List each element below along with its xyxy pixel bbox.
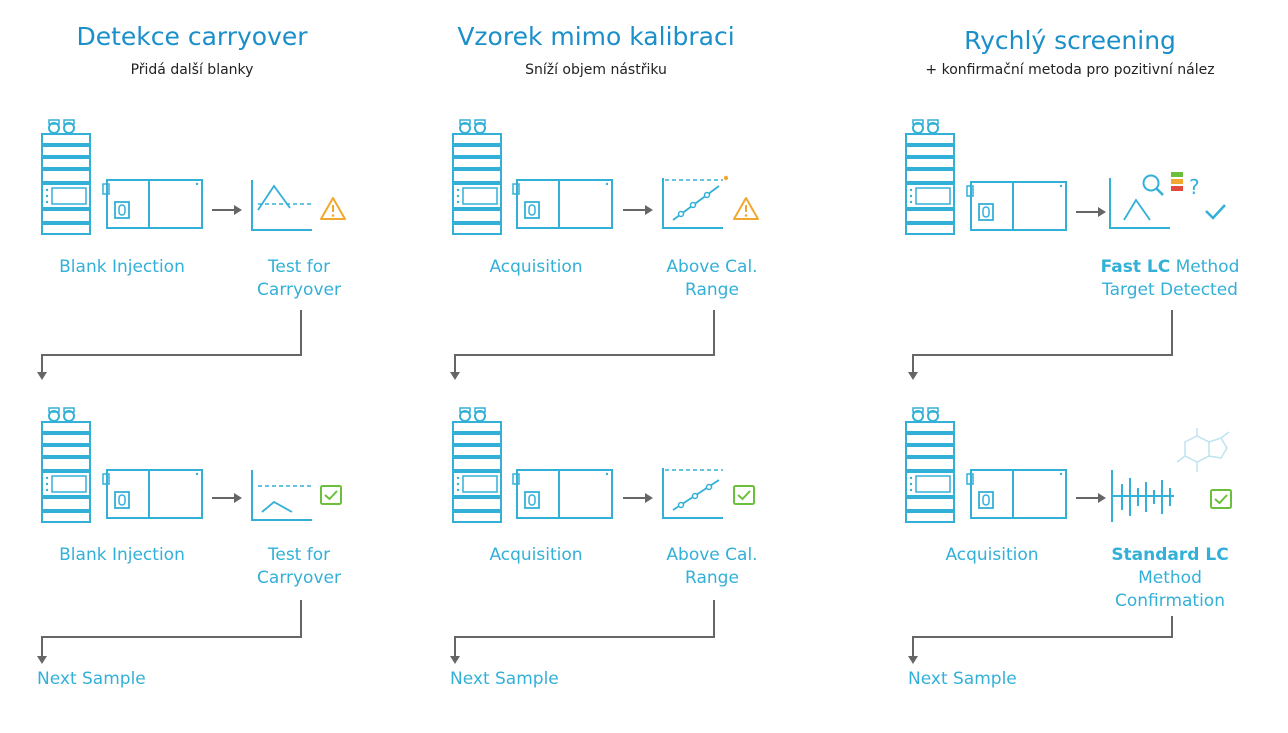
- col1-next-sample: Next Sample: [37, 669, 146, 689]
- col1-row2-right-label: Test for Carryover: [257, 544, 341, 590]
- col2-row1-right-line2: Range: [685, 280, 739, 300]
- col1-row2-right-line1: Test for: [267, 545, 331, 565]
- col3-subtitle: + konfirmační metoda pro pozitivní nález: [925, 62, 1215, 78]
- col3-row1-right-label: Fast LC Method Target Detected: [1101, 256, 1240, 302]
- col2-row2-right-line2: Range: [685, 568, 739, 588]
- col3-title: Rychlý screening: [964, 26, 1176, 55]
- col2-row1-left-label: Acquisition: [489, 257, 583, 277]
- col2-row2-instruments: [452, 407, 755, 523]
- col1-row1-right-label: Test for Carryover: [257, 256, 341, 302]
- col2-subtitle: Sníží objem nástřiku: [525, 62, 667, 78]
- col1-subtitle: Přidá další blanky: [130, 62, 254, 78]
- col1-row1-right-line2: Carryover: [257, 280, 341, 300]
- svg-text:?: ?: [1189, 175, 1200, 199]
- col3-row2-right-line2: Method: [1138, 568, 1202, 588]
- col3-row2-left-label: Acquisition: [945, 545, 1039, 565]
- col3-row2-instruments: [905, 407, 1232, 523]
- col1-row2-right-line2: Carryover: [257, 568, 341, 588]
- col1-row1-instruments: [41, 119, 346, 235]
- col2-title: Vzorek mimo kalibraci: [457, 22, 735, 51]
- col3-next-sample: Next Sample: [908, 669, 1017, 689]
- col2-row1-right-line1: Above Cal.: [666, 257, 758, 277]
- col2-row2-left-label: Acquisition: [489, 545, 583, 565]
- col3-row1-bold: Fast LC: [1100, 257, 1171, 277]
- col1-row2-left-label: Blank Injection: [59, 545, 185, 565]
- col3-row2-right-line3: Confirmation: [1115, 591, 1225, 611]
- col2-row2-right-label: Above Cal. Range: [666, 544, 757, 590]
- col3-row1-right-line2: Target Detected: [1102, 280, 1238, 300]
- col3-row1-rest: Method: [1170, 257, 1240, 277]
- col3-row2-bold: Standard LC: [1111, 545, 1229, 565]
- col1-row1-left-label: Blank Injection: [59, 257, 185, 277]
- col2-row2-right-line1: Above Cal.: [666, 545, 758, 565]
- col2-next-sample: Next Sample: [450, 669, 559, 689]
- col1-row2-instruments: [41, 407, 342, 523]
- col2-row1-right-label: Above Cal. Range: [666, 256, 757, 302]
- col1-row1-right-line1: Test for: [267, 257, 331, 277]
- col3-row2-right-label: Standard LC Method Confirmation: [1111, 544, 1228, 613]
- col3-row1-instruments: ?: [905, 119, 1226, 235]
- col2-row1-instruments: [452, 119, 759, 235]
- col1-title: Detekce carryover: [76, 22, 308, 51]
